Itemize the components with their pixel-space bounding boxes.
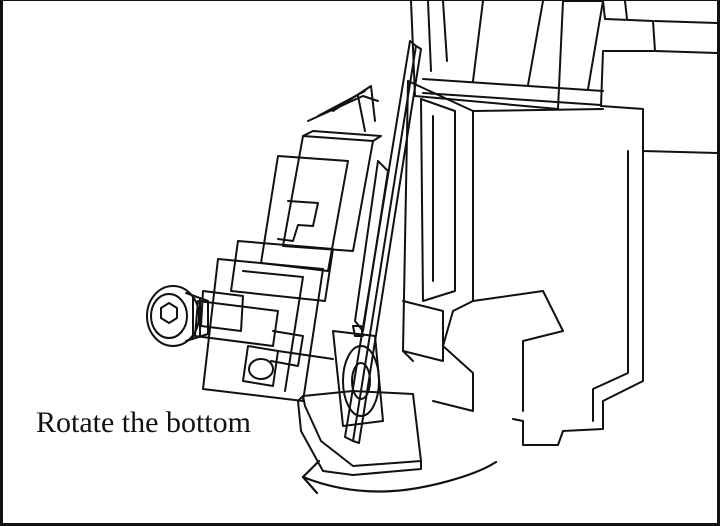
housing-frame: [410, 1, 717, 446]
motor-block: [260, 85, 382, 272]
mechanism-illustration: [146, 1, 717, 495]
bracket-assembly: [194, 240, 334, 402]
instruction-caption: Rotate the bottom: [36, 406, 251, 439]
main-plate: [344, 40, 604, 444]
hex-socket-knob-icon: [146, 285, 209, 347]
curved-arrow-icon: [301, 459, 498, 495]
bottom-foot: [297, 325, 422, 476]
